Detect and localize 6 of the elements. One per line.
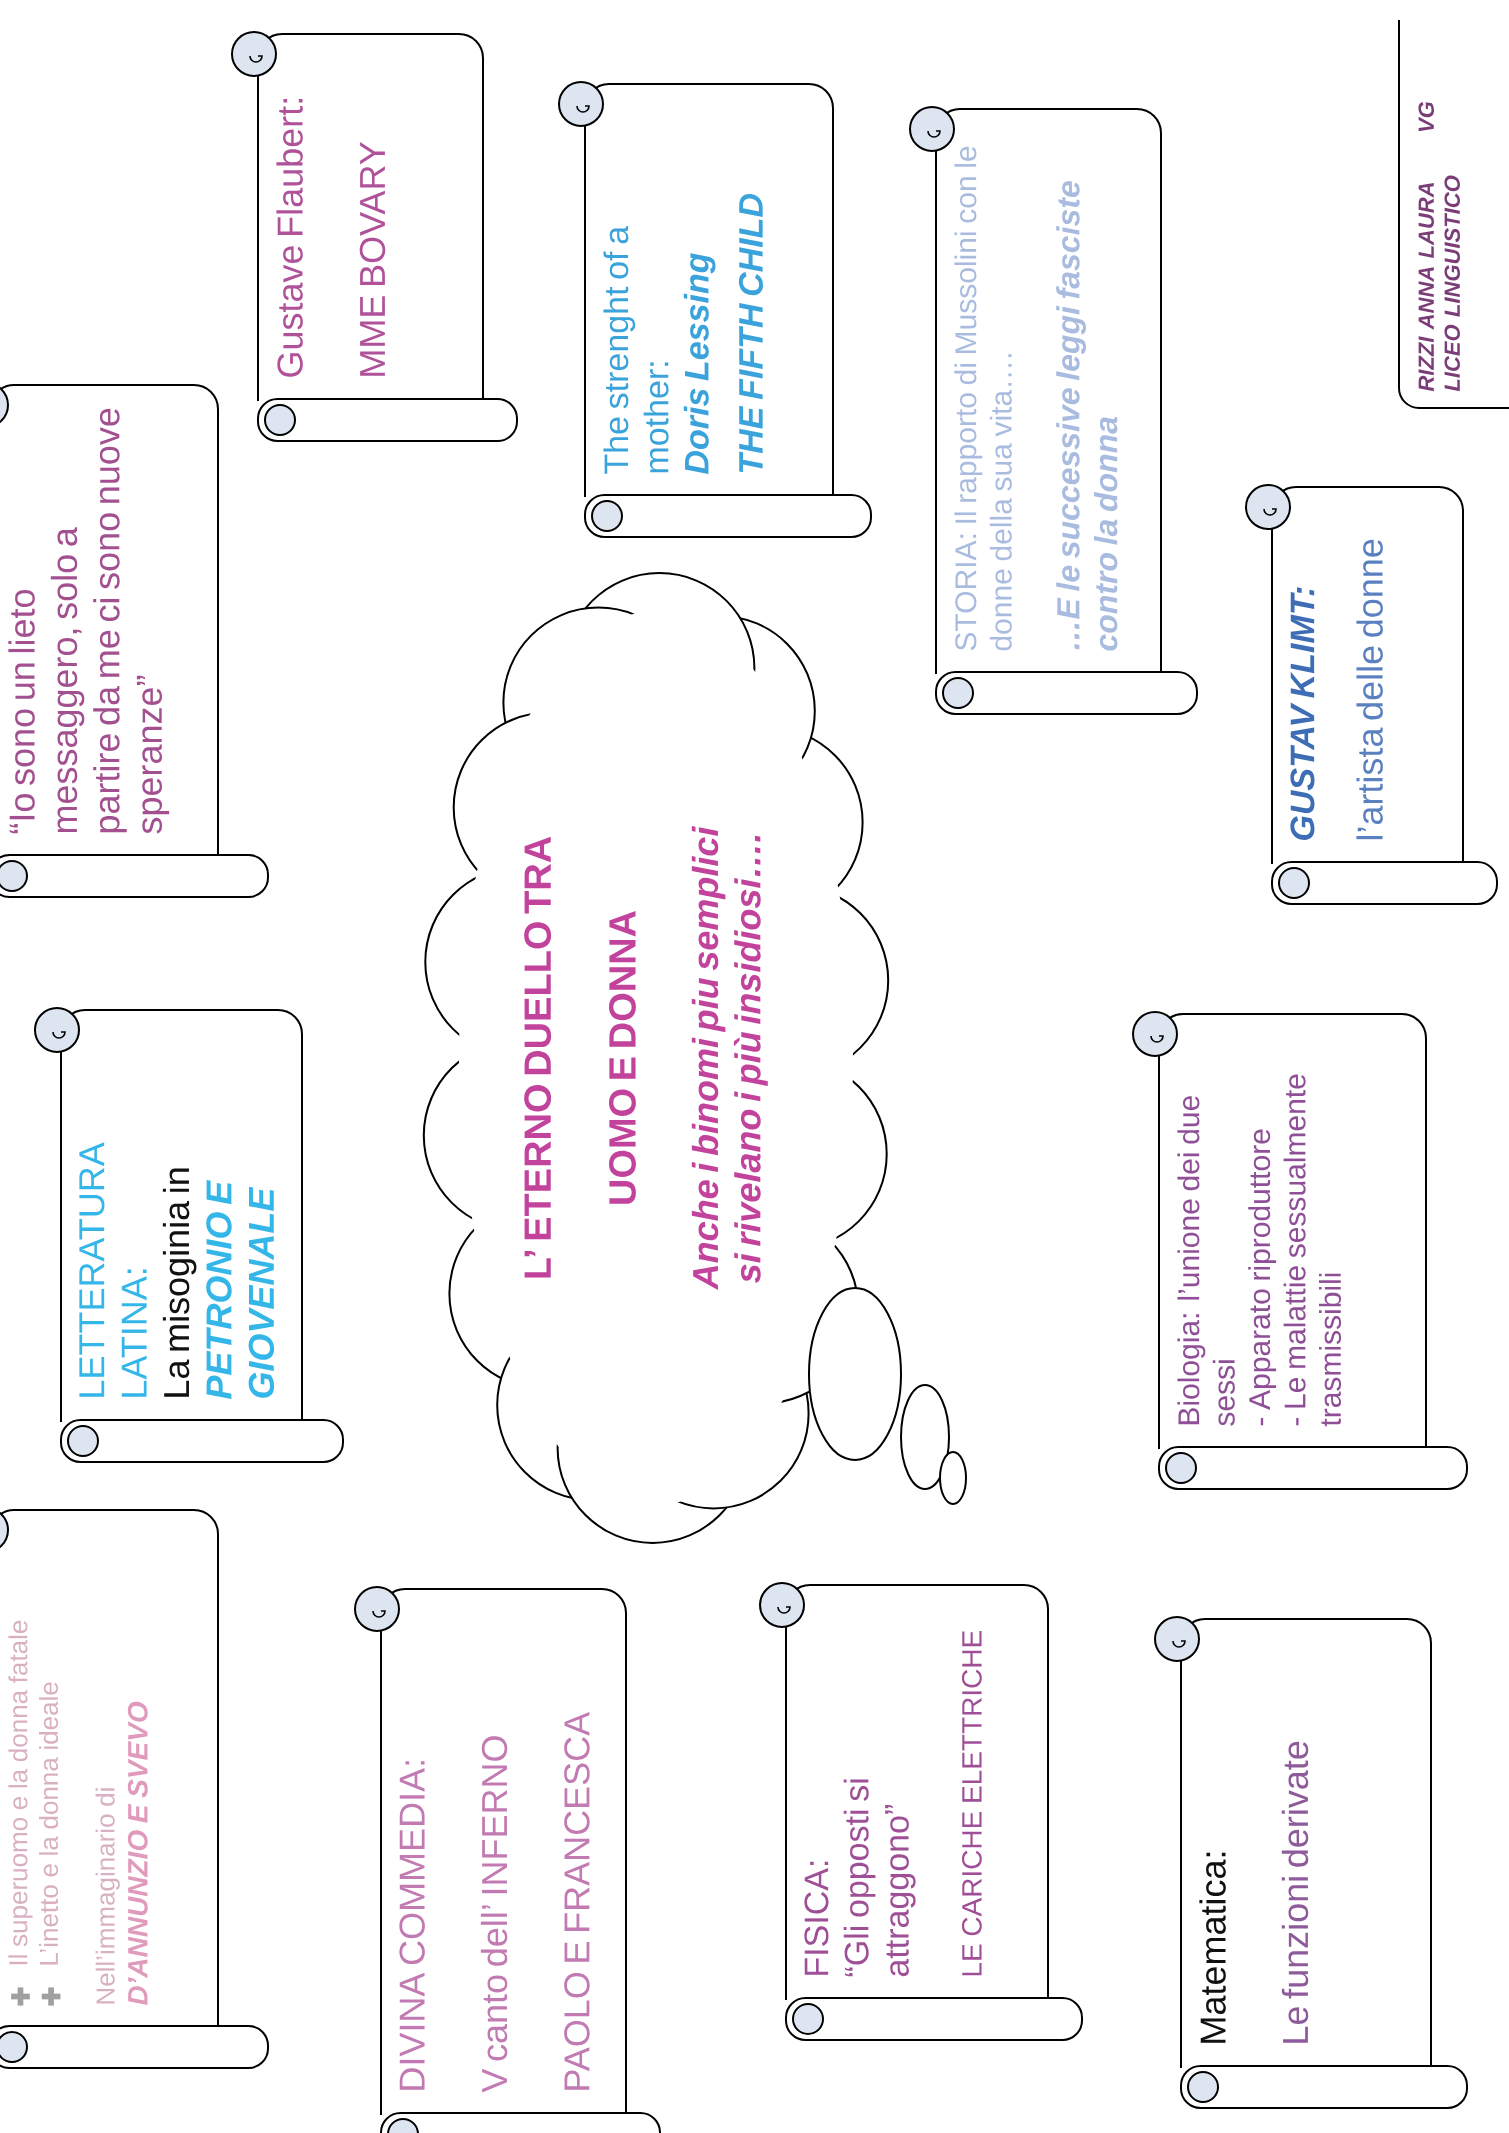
class-label: VG [1418,101,1434,132]
author-name: RIZZI ANNA LAURA [1418,183,1434,392]
scroll-text: PAOLO E FRANCESCA [564,1711,590,2090]
scroll-heading: DIVINA COMMEDIA: [399,1761,425,2090]
scroll-text: V canto dell’ INFERNO [480,1736,508,2093]
school-name: LICEO LINGUISTICO [1444,175,1460,392]
